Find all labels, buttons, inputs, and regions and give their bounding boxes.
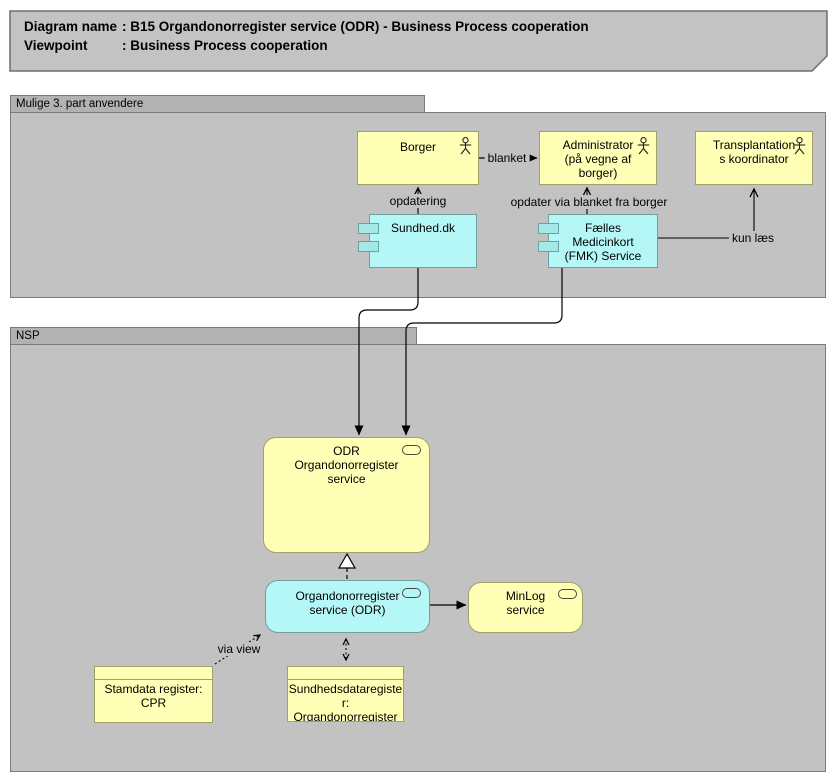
viewpoint-label: Viewpoint [24,38,88,53]
actor-icon [637,137,650,155]
diagram-name-label: Diagram name [24,19,118,34]
group-tab-third-party[interactable]: Mulige 3. part anvendere [10,95,425,113]
actor-icon [793,137,806,155]
node-sundhedsdataregister-label: Sundhedsdataregiste r: Organdonorregiste… [288,682,403,722]
component-icon [538,223,559,234]
component-icon [538,241,559,252]
node-fmk-service-label: Fælles [584,221,621,235]
node-stamdata-register-cpr-label: Stamdata register: CPR [104,682,203,710]
title-note-text: Diagram name : B15 Organdonorregister se… [24,17,589,55]
node-sundhed-dk[interactable]: Sundhed.dk [369,214,477,268]
node-stamdata-register-cpr[interactable]: Stamdata register: CPR [94,666,213,723]
component-icon [358,241,379,252]
node-odr-organdonorregister-service[interactable]: ODR Organdonorregister service [263,437,430,553]
diagram-name-value: : B15 Organdonorregister service (ODR) -… [122,19,589,34]
service-icon [402,445,421,455]
node-minlog-service[interactable]: MinLog service [468,582,583,633]
service-icon [558,589,577,599]
node-borger-label: Borger [399,140,437,154]
node-minlog-service-label: MinLog [505,589,546,603]
connector-sundhed-to-odr[interactable] [354,268,419,436]
group-tab-nsp[interactable]: NSP [10,327,417,345]
node-fmk-service[interactable]: Fælles Medicinkort (FMK) Service [548,214,658,268]
node-sundhedsdataregister-organdonorregister[interactable]: Sundhedsdataregiste r: Organdonorregiste… [287,666,404,722]
connector-label-blanket: blanket [484,151,530,165]
object-band [95,667,212,680]
viewpoint-value: : Business Process cooperation [122,38,328,53]
connector-label-opdatering: opdatering [386,194,450,208]
node-organdonorregister-service-odr-label: Organdonorregister [295,589,400,603]
actor-icon [459,137,472,155]
object-band [288,667,403,680]
node-transplantations-koordinator-label: Transplantation [712,138,796,152]
node-administrator-label: Administrator [562,138,634,152]
node-sundhed-dk-label: Sundhed.dk [390,221,456,235]
connector-label-via-view: via view [214,642,264,656]
connector-fmk-to-odr[interactable] [401,268,563,436]
node-transplantations-koordinator[interactable]: Transplantation s koordinator [695,131,813,185]
service-icon [402,588,421,598]
node-organdonorregister-service-odr[interactable]: Organdonorregister service (ODR) [265,580,430,633]
connector-label-opdater-via-blanket: opdater via blanket fra borger [507,195,671,209]
node-borger[interactable]: Borger [357,131,479,185]
node-administrator[interactable]: Administrator (på vegne af borger) [539,131,657,185]
connector-label-kun-laes: kun læs [728,231,778,245]
component-icon [358,223,379,234]
node-odr-service-label: ODR [333,444,360,458]
